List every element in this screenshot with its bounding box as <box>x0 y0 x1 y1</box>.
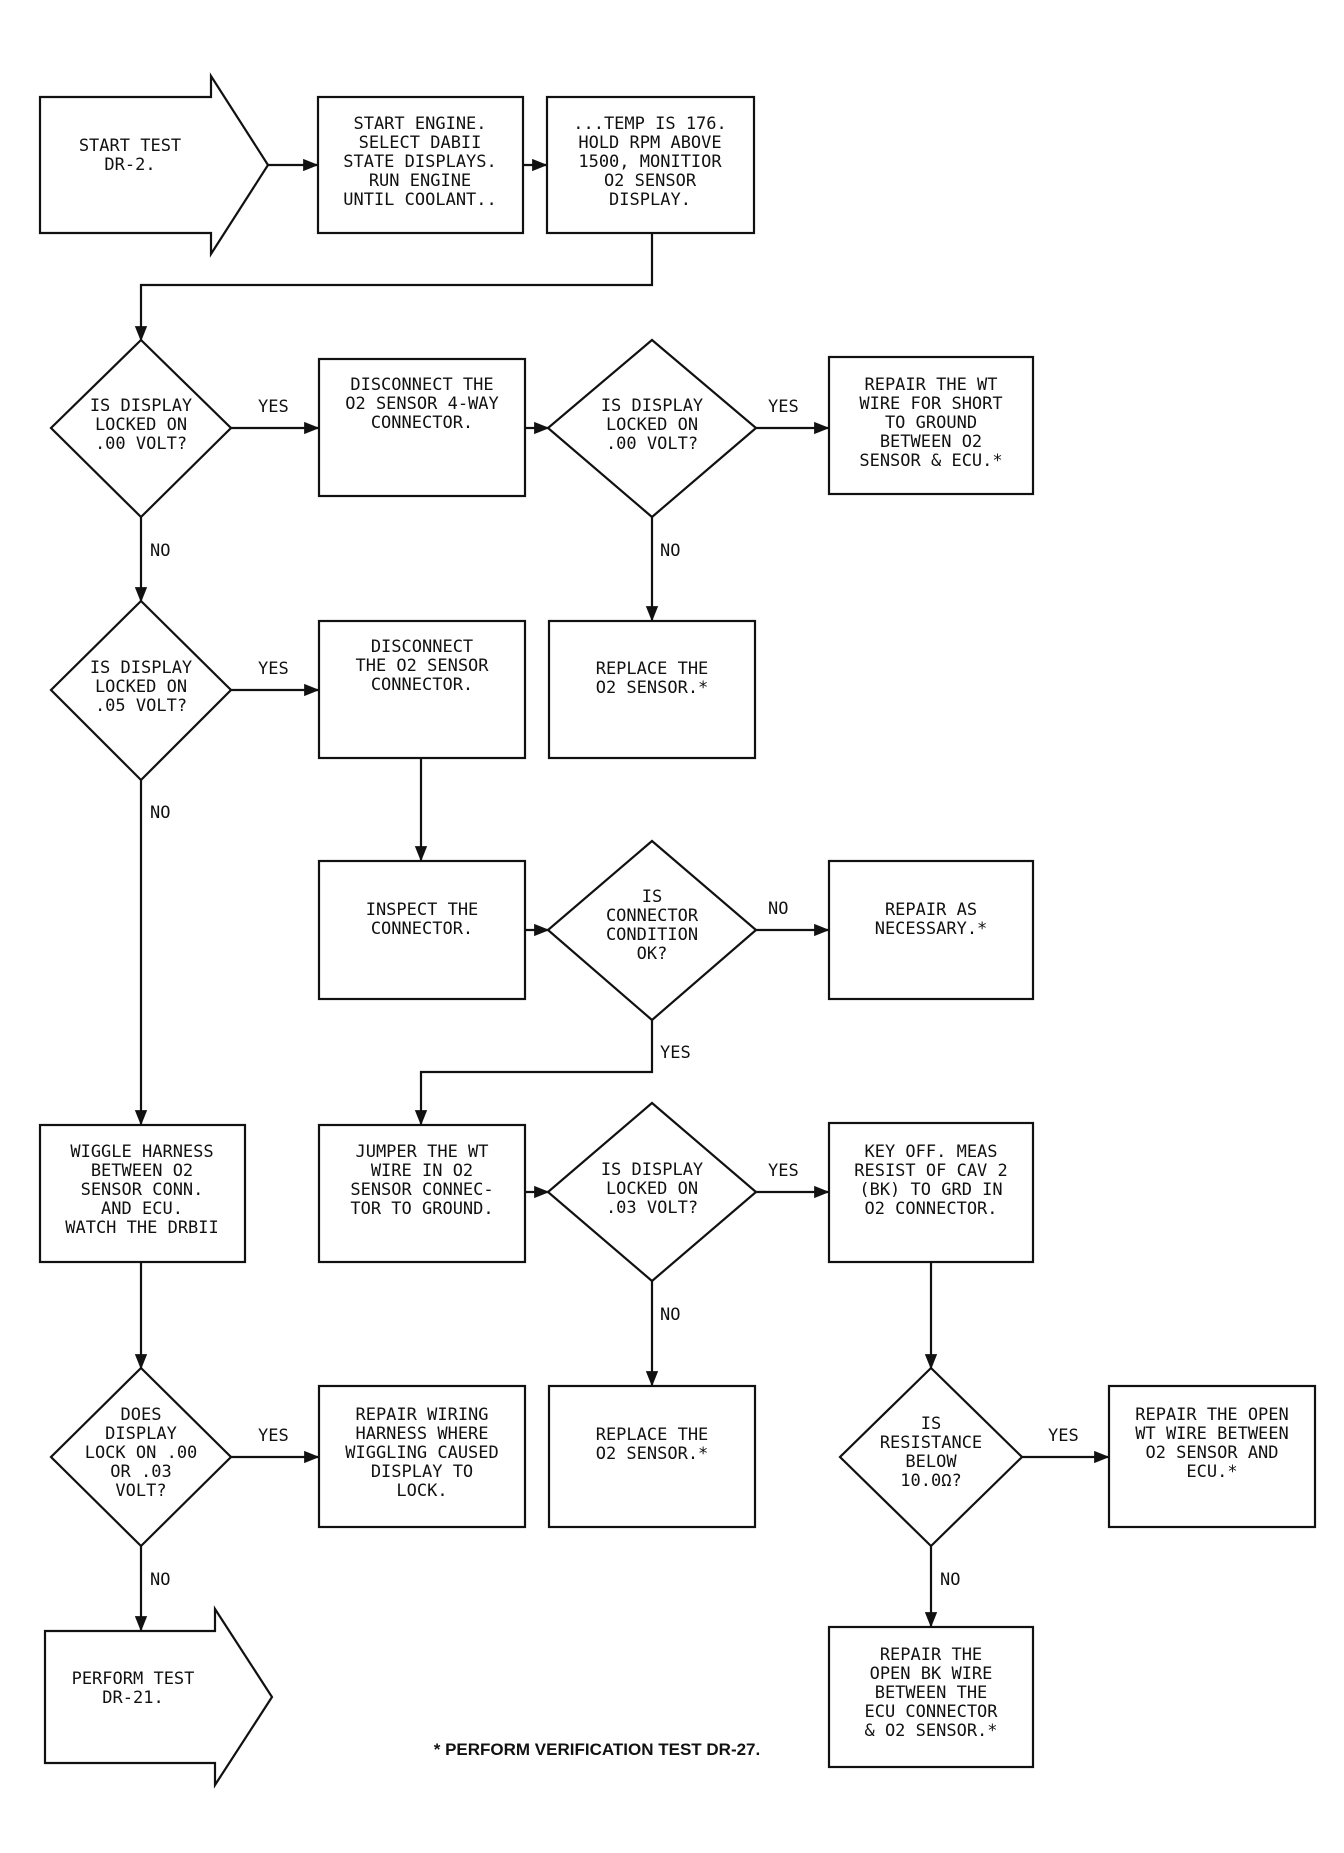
no-label-d7: NO <box>940 1570 960 1590</box>
no-label-d2: NO <box>660 541 680 561</box>
no-label-d3: NO <box>150 803 170 823</box>
yes-label-d3: YES <box>258 659 289 679</box>
yes-label-d4: YES <box>660 1043 691 1063</box>
yes-label-d6: YES <box>258 1426 289 1446</box>
no-label-d5: NO <box>660 1305 680 1325</box>
no-label-d1: NO <box>150 541 170 561</box>
no-label-d4: NO <box>768 899 788 919</box>
yes-label-d5: YES <box>768 1161 799 1181</box>
edge-b2-d1 <box>134 233 654 342</box>
yes-label-d2: YES <box>768 397 799 417</box>
yes-label-d7: YES <box>1048 1426 1079 1446</box>
edge-labels: YES NO YES NO YES NO NO YES YES NO YES N… <box>150 397 1079 1590</box>
connectors <box>134 158 1110 1632</box>
footnote: * PERFORM VERIFICATION TEST DR-27. <box>434 1740 761 1759</box>
no-label-d6: NO <box>150 1570 170 1590</box>
edge-d4-b10 <box>414 1020 654 1126</box>
yes-label-d1: YES <box>258 397 289 417</box>
